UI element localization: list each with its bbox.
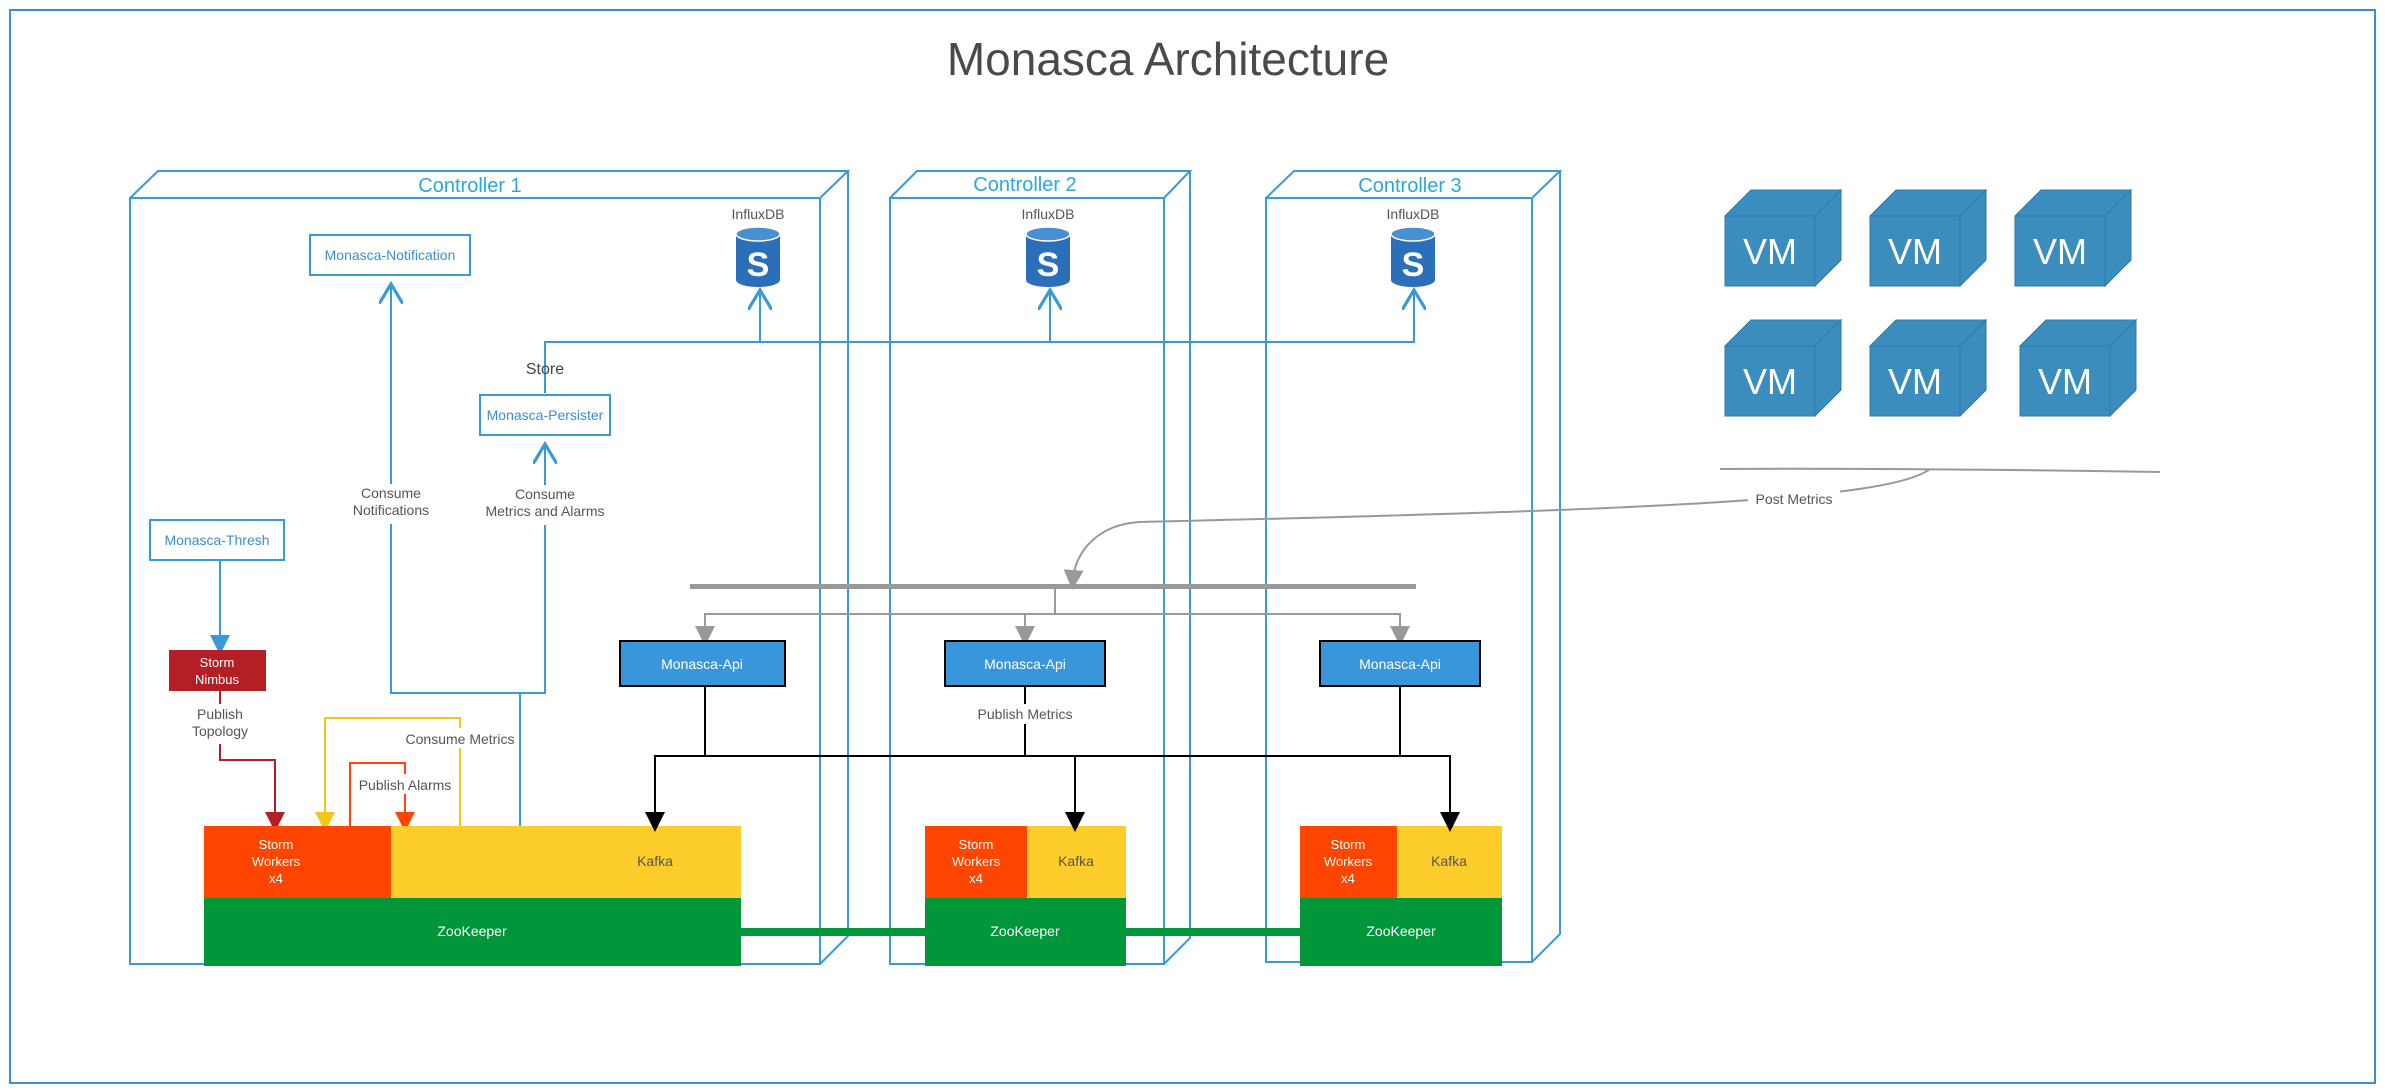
publish-topology-label-bg (185, 704, 255, 744)
storm-nimbus-label-1: Storm (200, 655, 235, 670)
vm-label: VM (1888, 361, 1942, 402)
publish-topology-label-1: Publish (197, 706, 243, 722)
consume-metrics-alarms-label-2: Metrics and Alarms (485, 503, 604, 519)
consume-metrics-label: Consume Metrics (406, 731, 515, 747)
monasca-api-1-label: Monasca-Api (661, 656, 743, 672)
storm-workers-1 (204, 826, 391, 898)
database-icon: S (1390, 226, 1436, 287)
database-icon: S (735, 226, 781, 287)
load-balancer-bar (690, 584, 1416, 589)
zookeeper-1-label: ZooKeeper (437, 923, 507, 939)
outer-frame (9, 9, 2376, 1084)
store-label: Store (526, 361, 564, 378)
storm-workers-2-label-3: x4 (969, 871, 983, 886)
storm-workers-1-label-1: Storm (259, 837, 294, 852)
monasca-api-2 (944, 640, 1106, 687)
storm-workers-2 (925, 826, 1027, 898)
consume-metrics-label-bg (405, 728, 515, 748)
svg-text:S: S (1402, 246, 1425, 284)
zookeeper-link-2-3 (1126, 928, 1300, 936)
zookeeper-1 (204, 898, 741, 966)
vm-icon: VM (2018, 318, 2138, 418)
vm-label: VM (1743, 361, 1797, 402)
monasca-persister-box (479, 394, 611, 436)
consume-metrics-connector (315, 717, 461, 832)
zookeeper-3-label: ZooKeeper (1366, 923, 1436, 939)
storm-workers-2-label-1: Storm (959, 837, 994, 852)
kafka-3 (1397, 826, 1502, 898)
storm-workers-3-label-2: Workers (1324, 854, 1373, 869)
monasca-api-3-label: Monasca-Api (1359, 656, 1441, 672)
api-fanout (695, 589, 1410, 646)
kafka-1-label: Kafka (637, 853, 673, 869)
publish-metrics-connector (645, 686, 1460, 832)
influxdb-label-2: InfluxDB (1022, 206, 1075, 222)
vm-label: VM (1888, 231, 1942, 272)
kafka-3-label: Kafka (1431, 853, 1467, 869)
monasca-notification-label: Monasca-Notification (325, 247, 456, 263)
storm-nimbus-box (169, 650, 266, 691)
controller-2-title: Controller 2 (973, 174, 1076, 196)
monasca-api-2-label: Monasca-Api (984, 656, 1066, 672)
controller-3-title: Controller 3 (1358, 175, 1461, 197)
storm-nimbus-label-2: Nimbus (195, 672, 240, 687)
vm-label: VM (1743, 231, 1797, 272)
kafka-1 (391, 826, 741, 898)
controller-1-title: Controller 1 (418, 175, 521, 197)
vm-grid: VM VM VM VM VM VM (1723, 188, 2138, 418)
post-metrics-label: Post Metrics (1755, 491, 1832, 507)
zookeeper-link-1-2 (741, 928, 925, 936)
post-metrics-label-bg (1748, 490, 1840, 510)
publish-metrics-label-bg (975, 704, 1075, 724)
influxdb-1: InfluxDB S (732, 206, 785, 287)
store-connector (544, 290, 1414, 393)
consume-metrics-alarms-label-bg (480, 485, 610, 525)
consume-notifications-label-2: Notifications (353, 502, 429, 518)
vm-icon: VM (1723, 318, 1843, 418)
zookeeper-2 (925, 898, 1126, 966)
diagram-title: Monasca Architecture (947, 33, 1389, 85)
storm-workers-1-label-2: Workers (252, 854, 301, 869)
publish-alarms-label-bg (355, 774, 455, 794)
svg-text:S: S (747, 246, 770, 284)
monasca-notification-box (309, 234, 471, 276)
storm-workers-3 (1300, 826, 1397, 898)
storm-workers-3-label-1: Storm (1331, 837, 1366, 852)
influxdb-label-3: InfluxDB (1387, 206, 1440, 222)
vm-icon: VM (2013, 188, 2133, 288)
influxdb-3: InfluxDB S (1387, 206, 1440, 287)
consume-notifications-label-bg (346, 484, 436, 524)
monasca-thresh-label: Monasca-Thresh (164, 532, 269, 548)
storm-workers-1-label-3: x4 (269, 871, 283, 886)
vm-label: VM (2038, 361, 2092, 402)
monasca-api-1 (619, 640, 786, 687)
zookeeper-2-label: ZooKeeper (990, 923, 1060, 939)
vm-icon: VM (1868, 318, 1988, 418)
influxdb-label-1: InfluxDB (732, 206, 785, 222)
zookeeper-3 (1300, 898, 1502, 966)
consume-notifications-label-1: Consume (361, 485, 421, 501)
svg-text:S: S (1037, 246, 1060, 284)
publish-alarms-connector (349, 762, 415, 832)
monasca-persister-label: Monasca-Persister (487, 407, 604, 423)
vm-icon: VM (1868, 188, 1988, 288)
consume-metrics-alarms-label-1: Consume (515, 486, 575, 502)
storm-workers-3-label-3: x4 (1341, 871, 1355, 886)
monasca-thresh-box (149, 519, 285, 561)
vm-icon: VM (1723, 188, 1843, 288)
kafka-2-label: Kafka (1058, 853, 1094, 869)
storm-workers-2-label-2: Workers (952, 854, 1001, 869)
influxdb-2: InfluxDB S (1022, 206, 1075, 287)
vm-network-line (1719, 467, 2161, 473)
post-metrics-connector (1063, 468, 1931, 590)
publish-topology-label-2: Topology (192, 723, 248, 739)
publish-alarms-label: Publish Alarms (359, 777, 452, 793)
vm-label: VM (2033, 231, 2087, 272)
publish-metrics-label: Publish Metrics (978, 706, 1073, 722)
kafka-2 (1027, 826, 1126, 898)
database-icon: S (1025, 226, 1071, 287)
